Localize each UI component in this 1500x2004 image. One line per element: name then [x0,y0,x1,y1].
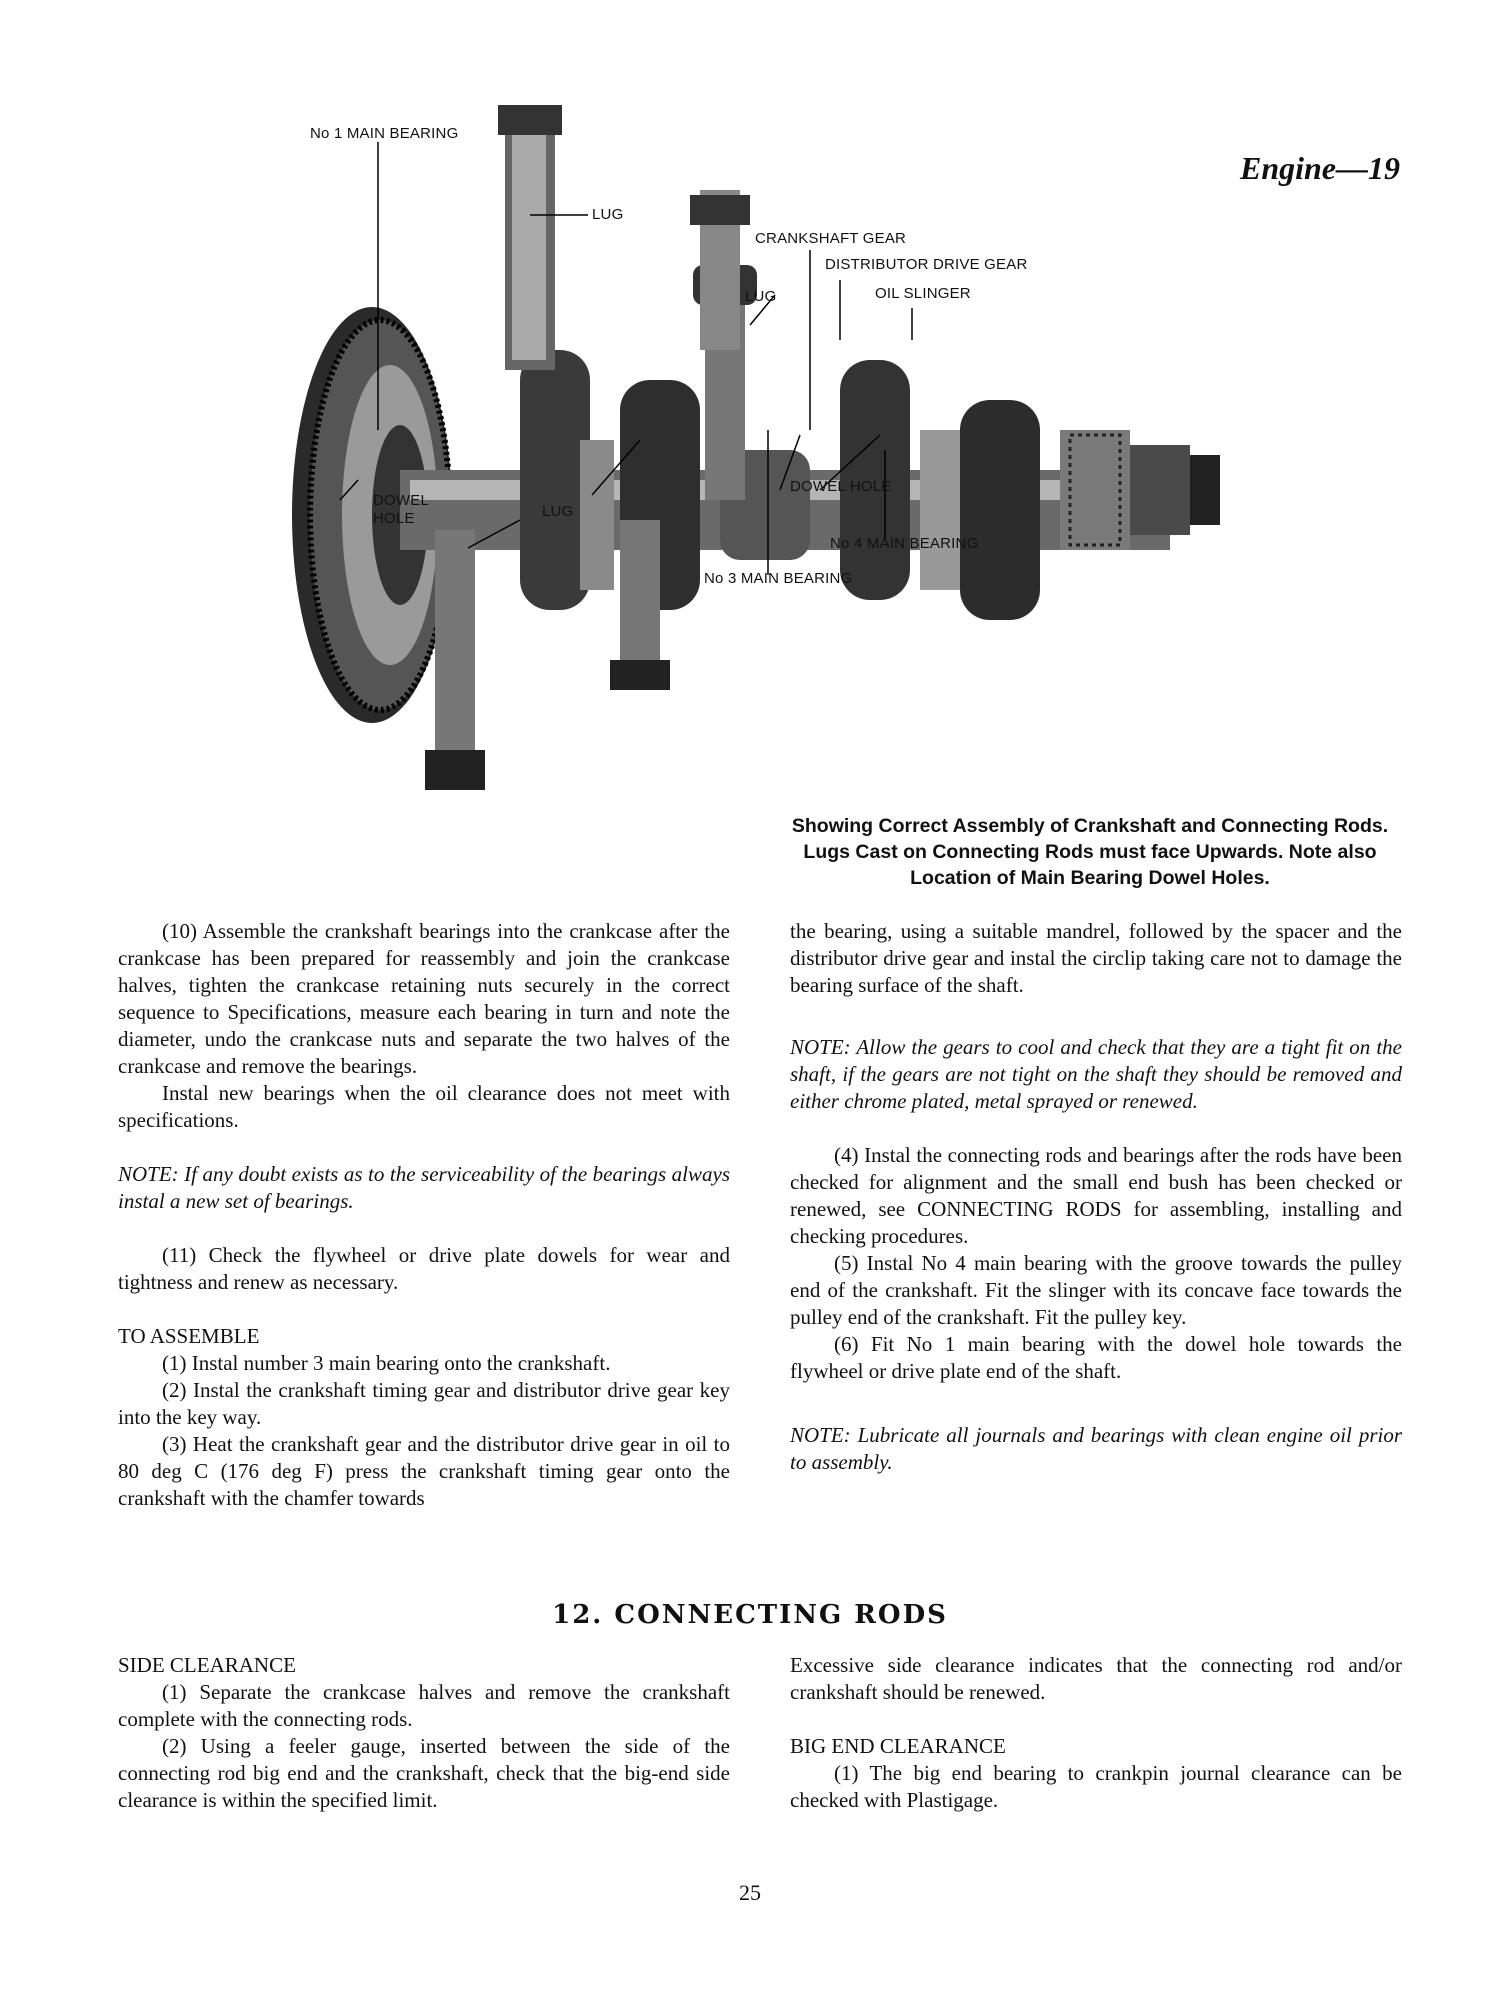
note-gears: NOTE: Allow the gears to cool and check … [790,1035,1402,1113]
assemble-step-2: (2) Instal the crankshaft timing gear an… [118,1378,730,1429]
assemble-step-3: (3) Heat the crankshaft gear and the dis… [118,1432,730,1510]
assemble-step-6: (6) Fit No 1 main bearing with the dowel… [790,1332,1402,1383]
label-dowel-hole-left: DOWEL HOLE [373,492,430,527]
leader-lines [339,142,913,575]
connecting-rods [425,105,757,790]
label-oil-slinger: OIL SLINGER [875,285,971,302]
label-no4-main-bearing: No 4 MAIN BEARING [830,535,979,552]
label-dowel-hole-right: DOWEL HOLE [790,478,892,495]
crankshaft-illustration [292,105,1220,790]
left-column-top: (10) Assemble the crankshaft bearings in… [118,918,730,1512]
right-column-top: the bearing, using a suitable mandrel, f… [790,918,1402,1476]
side-step-1: (1) Separate the crankcase halves and re… [118,1680,730,1731]
figure-caption: Showing Correct Assembly of Crankshaft a… [791,815,1389,889]
assemble-step-3-continued: the bearing, using a suitable mandrel, f… [790,919,1402,997]
to-assemble-heading: TO ASSEMBLE [118,1324,260,1348]
left-column-bottom: SIDE CLEARANCE (1) Separate the crankcas… [118,1652,730,1814]
side-clearance-heading: SIDE CLEARANCE [118,1653,296,1677]
note-bearings: NOTE: If any doubt exists as to the serv… [118,1162,730,1213]
label-lug-bottom: LUG [542,503,574,520]
crankshaft-figure: No 1 MAIN BEARING LUG CRANKSHAFT GEAR DI… [280,100,1280,900]
label-no3-main-bearing: No 3 MAIN BEARING [704,570,853,587]
step-11: (11) Check the flywheel or drive plate d… [118,1243,730,1294]
flywheel [292,307,453,723]
label-crankshaft-gear: CRANKSHAFT GEAR [755,230,907,247]
assemble-step-4: (4) Instal the connecting rods and beari… [790,1143,1402,1248]
excess-clearance-text: Excessive side clearance indicates that … [790,1653,1402,1704]
side-step-2: (2) Using a feeler gauge, inserted betwe… [118,1734,730,1812]
page-number: 25 [739,1880,761,1905]
assemble-step-5: (5) Instal No 4 main bearing with the gr… [790,1251,1402,1329]
step-10-continued: Instal new bearings when the oil clearan… [118,1081,730,1132]
label-lug-middle: LUG [745,288,777,305]
assemble-step-1: (1) Instal number 3 main bearing onto th… [162,1351,611,1375]
label-lug-top: LUG [592,206,624,223]
note-lubricate: NOTE: Lubricate all journals and bearing… [790,1423,1402,1474]
label-no1-main-bearing: No 1 MAIN BEARING [310,125,459,142]
label-distributor-drive-gear: DISTRIBUTOR DRIVE GEAR [825,256,1028,273]
page-header: Engine—19 [1239,150,1400,186]
big-end-step-1: (1) The big end bearing to crankpin jour… [790,1761,1402,1812]
right-column-bottom: Excessive side clearance indicates that … [790,1652,1402,1814]
big-end-clearance-heading: BIG END CLEARANCE [790,1734,1006,1758]
section-title: 12. CONNECTING RODS [552,1600,948,1630]
step-10: (10) Assemble the crankshaft bearings in… [118,919,730,1078]
